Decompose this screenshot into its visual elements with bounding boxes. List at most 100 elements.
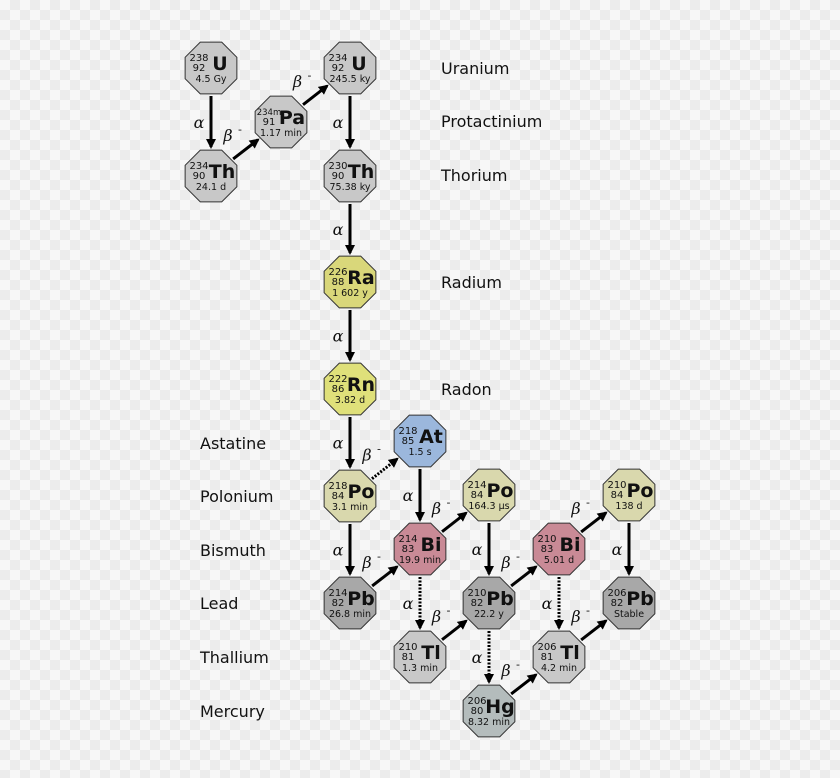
decay-arrow-th234-to-pa234m: β- [222,123,260,161]
decay-arrow-po214-to-pb210: α [472,523,494,576]
mass-number: 210 [537,534,556,545]
alpha-symbol: α [194,113,205,132]
arrow-line [371,565,399,588]
half-life: 26.8 min [329,609,371,620]
element-symbol: U [212,53,227,75]
half-life: 4.2 min [541,663,577,674]
nuclide-octagon [393,414,447,468]
half-life: 3.82 d [335,395,365,406]
nuclide-octagon [184,41,238,95]
decay-arrow-pa234m-to-u234: β- [292,69,329,106]
alpha-symbol: α [333,541,344,560]
decay-arrow-bi214-to-po214: β- [431,496,468,533]
nuclide-octagon [462,576,516,630]
element-symbol: Po [487,480,514,502]
decay-arrow-bi210-to-po210: β- [570,496,608,534]
beta-symbol: β [570,499,580,518]
element-symbol: Bi [421,534,442,556]
mass-number: 214 [328,588,347,599]
half-life: Stable [614,609,644,620]
atomic-number: 84 [471,490,484,501]
element-symbol: Tl [421,642,440,664]
element-symbol: Pb [486,588,514,610]
alpha-symbol: α [542,594,553,613]
half-life: 164.3 µs [468,501,509,512]
beta-minus-sign: - [308,69,312,82]
arrow-line [441,511,468,533]
arrow-line [580,619,608,642]
beta-minus-sign: - [447,604,451,617]
mass-number: 214 [467,480,486,491]
atomic-number: 91 [263,117,276,128]
element-symbol: U [351,53,366,75]
half-life: 1 602 y [332,288,368,299]
mass-number: 234m [257,108,282,118]
decay-arrow-tl206-to-pb206: β- [570,604,608,642]
decay-arrow-rn222-to-po218: α [333,417,355,469]
atomic-number: 82 [332,598,345,609]
decay-arrow-u238-to-th234: α [194,96,216,149]
beta-minus-sign: - [238,123,242,136]
half-life: 138 d [615,501,642,512]
beta-symbol: β [222,126,232,145]
mass-number: 226 [328,267,347,278]
half-life: 1.17 min [260,128,302,139]
element-label-astatine: Astatine [200,434,266,453]
element-symbol: Pa [279,107,305,129]
half-life: 19.9 min [399,555,441,566]
element-label-radium: Radium [441,273,502,292]
nuclide-octagon [602,576,656,630]
element-symbol: Po [348,481,375,503]
atomic-number: 92 [193,63,206,74]
atomic-number: 90 [332,171,345,182]
decay-arrow-ra226-to-rn222: α [333,310,355,362]
alpha-symbol: α [333,220,344,239]
beta-symbol: β [570,607,580,626]
beta-symbol: β [431,499,441,518]
element-symbol: Th [209,161,236,183]
atomic-number: 82 [611,598,624,609]
half-life: 245.5 ky [329,74,370,85]
atomic-number: 84 [611,490,624,501]
nuclide-octagon [184,149,238,203]
mass-number: 238 [189,53,208,64]
decay-arrow-hg206-to-tl206: β- [500,658,538,696]
beta-symbol: β [500,553,510,572]
atomic-number: 88 [332,277,345,288]
alpha-symbol: α [472,540,483,559]
element-label-radon: Radon [441,380,492,399]
beta-symbol: β [292,72,302,91]
mass-number: 206 [537,642,556,653]
atomic-number: 92 [332,63,345,74]
nuclide-octagon [323,149,377,203]
nuclide-octagon [462,684,516,738]
decay-arrow-at218-to-bi214: α [403,469,425,522]
element-label-uranium: Uranium [441,59,509,78]
mass-number: 206 [467,696,486,707]
alpha-symbol: α [472,648,483,667]
decay-arrow-bi210-to-tl206: α [542,577,564,630]
arrow-line [580,511,608,534]
element-symbol: Bi [560,534,581,556]
arrow-line [441,619,468,641]
mass-number: 234 [189,161,208,172]
beta-minus-sign: - [516,550,520,563]
atomic-number: 82 [471,598,484,609]
mass-number: 222 [328,374,347,385]
nuclide-octagon [532,630,586,684]
nuclide-octagon [323,255,377,309]
mass-number: 210 [398,642,417,653]
